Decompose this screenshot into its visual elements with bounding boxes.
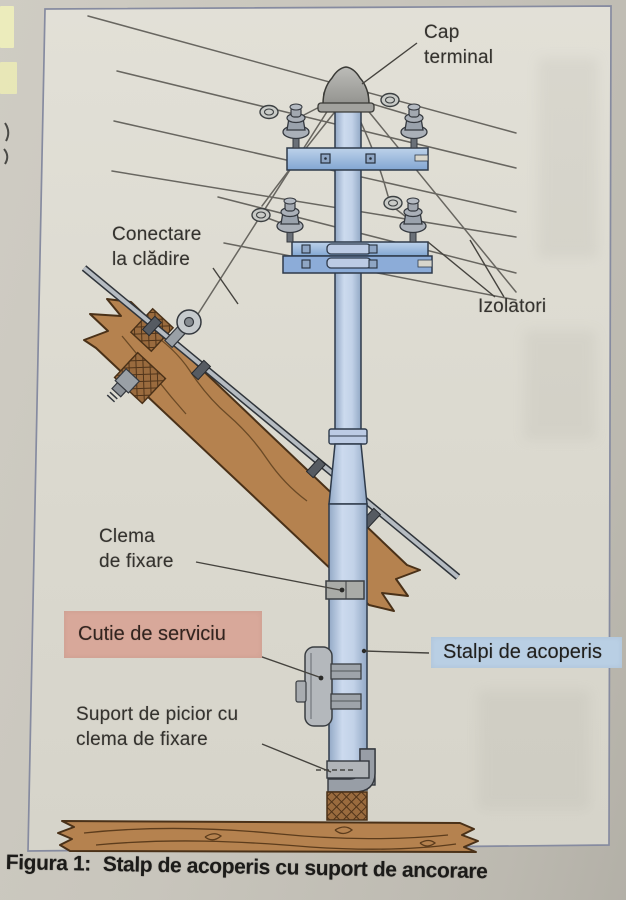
- label-box-cutie-de-serviciu: Cutie de serviciu: [64, 611, 262, 658]
- page-showthrough: [478, 58, 598, 810]
- anchor-bolt: [106, 368, 141, 403]
- label-conectare-la-cladire: Conectare la clădire: [112, 224, 202, 271]
- label-box-stalpi-de-acoperis: Stalpi de acoperis: [431, 637, 622, 668]
- anchor-rod: [81, 265, 461, 580]
- upper-crossarm: [286, 147, 429, 171]
- lower-crossarm: [282, 241, 433, 274]
- foot-support: [316, 748, 376, 821]
- service-drop-pulley: [164, 309, 202, 349]
- roof-pole: [328, 103, 368, 791]
- label-cap-terminal: Cap terminal: [424, 22, 494, 69]
- label-clema-de-fixare: Clema de fixare: [99, 526, 174, 573]
- pointer-end-dots: [318, 587, 367, 681]
- base-plank: [57, 820, 479, 853]
- label-izolatori: Izolatori: [478, 296, 547, 317]
- sticky-tab-yellow: [0, 6, 17, 94]
- figure-caption-number: Figura 1:: [5, 851, 92, 876]
- page-edge-pen-marks: [3, 122, 10, 165]
- cap-terminal-part: [317, 66, 375, 113]
- label-suport-de-picior: Suport de picior cu clema de fixare: [76, 704, 239, 751]
- service-box: [295, 646, 362, 727]
- fixing-clamp: [325, 580, 365, 600]
